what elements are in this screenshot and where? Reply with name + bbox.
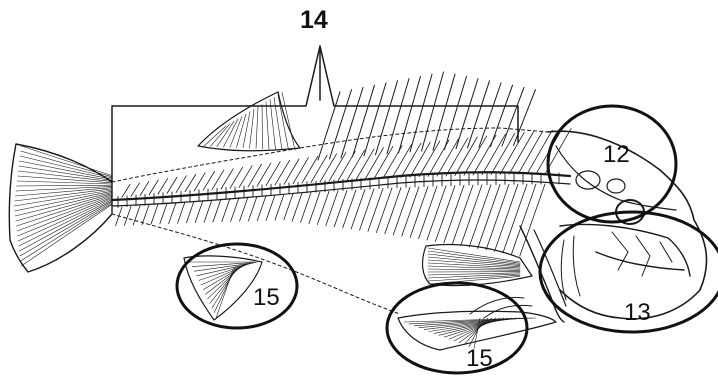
label-12: 12 bbox=[603, 141, 630, 168]
anal-fin bbox=[398, 298, 556, 350]
label-14: 14 bbox=[300, 6, 328, 34]
spines-and-ribs bbox=[116, 129, 572, 257]
pectoral-fin bbox=[423, 226, 566, 322]
circle-15-anal bbox=[387, 283, 527, 373]
label-15-anal: 15 bbox=[466, 345, 493, 372]
dorsal-fin-spines bbox=[318, 72, 536, 160]
vertebral-column bbox=[112, 172, 570, 207]
dorsal-fin-soft bbox=[198, 92, 300, 151]
caudal-fin bbox=[9, 144, 112, 272]
label-15-pelvic: 15 bbox=[253, 284, 280, 311]
label-13: 13 bbox=[624, 299, 651, 326]
pelvic-fin bbox=[184, 256, 262, 320]
